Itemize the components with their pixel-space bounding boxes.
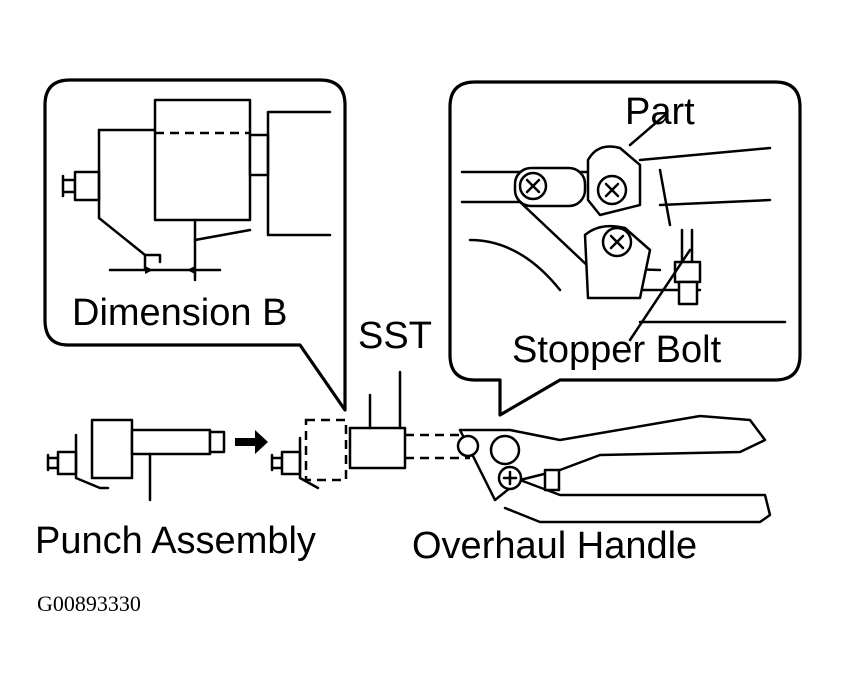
punch-assembly-drawing: Punch Assembly: [35, 418, 316, 562]
sst-label: SST: [358, 315, 432, 357]
overhaul-handle-drawing: SST Overhaul Handle: [270, 315, 772, 567]
figure-code: G00893330: [37, 591, 141, 616]
dimension-b-label: Dimension B: [72, 292, 287, 334]
stopper-bolt-label: Stopper Bolt: [512, 329, 722, 371]
punch-assembly-label: Punch Assembly: [35, 520, 316, 562]
part-label: Part: [625, 91, 695, 133]
dimension-b-callout: Dimension B: [43, 78, 347, 412]
overhaul-handle-label: Overhaul Handle: [412, 525, 697, 567]
stopper-bolt-callout: Part Stopper Bolt: [448, 80, 802, 417]
